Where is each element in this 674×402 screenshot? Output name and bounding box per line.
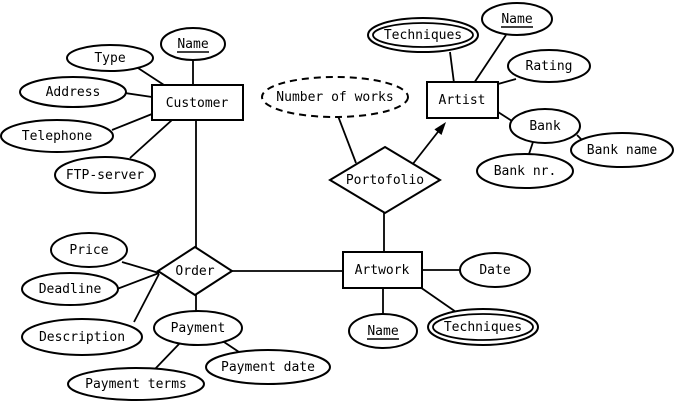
attribute-label: Telephone <box>22 129 93 144</box>
attribute-artwork-techniques-multivalued: Techniques <box>427 308 539 346</box>
attribute-artwork-name: Name <box>348 313 418 349</box>
edge-numberofworks-portofolio <box>337 115 357 164</box>
attribute-label: Address <box>46 85 101 100</box>
attribute-label: Type <box>94 51 125 66</box>
entity-artist: Artist <box>426 81 499 119</box>
attribute-payment-date: Payment date <box>205 349 331 385</box>
attribute-label: Bank <box>529 119 560 134</box>
attribute-order-deadline: Deadline <box>21 272 119 306</box>
attribute-customer-ftp-server: FTP-server <box>54 156 156 194</box>
attribute-bank-name: Bank name <box>570 132 674 168</box>
attribute-customer-address: Address <box>19 76 127 108</box>
attribute-label: Payment <box>171 321 226 336</box>
edge-address-customer <box>124 92 153 98</box>
portofolio-artist-arrowhead-icon <box>434 122 446 135</box>
entity-label: Artwork <box>355 263 410 278</box>
entity-customer: Customer <box>151 84 244 121</box>
attribute-artist-name: Name <box>481 2 553 36</box>
attribute-customer-name: Name <box>160 27 226 61</box>
attribute-label: FTP-server <box>66 168 144 183</box>
attribute-label: Payment terms <box>85 377 187 392</box>
relationship-portofolio: Portofolio <box>328 145 442 215</box>
attribute-label: Date <box>479 263 510 278</box>
attribute-label: Name <box>501 12 532 27</box>
attribute-order-payment: Payment <box>153 310 243 346</box>
attribute-label: Number of works <box>276 90 393 105</box>
attribute-label: Payment date <box>221 360 315 375</box>
entity-artwork: Artwork <box>342 251 423 289</box>
edge-name-artist <box>473 34 507 84</box>
edge-telephone-customer <box>111 113 153 131</box>
edge-artist-bank <box>497 111 513 122</box>
attribute-number-of-works-derived: Number of works <box>261 76 409 118</box>
edge-description-order <box>133 273 160 323</box>
edge-payment-paymentterms <box>154 342 181 370</box>
attribute-label: Name <box>367 324 398 339</box>
edge-techniques-artist <box>449 51 455 84</box>
edge-portofolio-artist-arrow-shaft <box>411 127 442 166</box>
edge-ftpserver-customer <box>129 119 173 159</box>
attribute-payment-terms: Payment terms <box>67 367 205 401</box>
attribute-order-description: Description <box>21 318 143 356</box>
attribute-artist-techniques-multivalued: Techniques <box>367 17 479 53</box>
attribute-label: Deadline <box>39 282 102 297</box>
attribute-label: Bank nr. <box>494 164 557 179</box>
attribute-label: Bank name <box>587 143 658 158</box>
edge-type-customer <box>137 67 165 86</box>
edge-deadline-order <box>116 272 160 290</box>
attribute-customer-telephone: Telephone <box>0 119 114 153</box>
attribute-label: Rating <box>526 59 573 74</box>
attribute-bank-nr: Bank nr. <box>476 153 574 189</box>
relationship-order: Order <box>156 245 234 297</box>
attribute-artwork-date: Date <box>459 252 531 288</box>
entity-label: Customer <box>166 96 229 111</box>
attribute-label: Techniques <box>384 28 462 43</box>
attribute-label: Techniques <box>444 320 522 335</box>
attribute-label: Price <box>69 243 108 258</box>
attribute-customer-type: Type <box>66 44 154 72</box>
entity-label: Artist <box>439 93 486 108</box>
edge-rating-artist <box>497 78 517 85</box>
attribute-label: Name <box>177 37 208 52</box>
attribute-order-price: Price <box>50 232 128 268</box>
attribute-label: Description <box>39 330 125 345</box>
attribute-artist-rating: Rating <box>507 49 591 83</box>
relationship-label: Portofolio <box>346 173 424 188</box>
relationship-label: Order <box>175 264 214 279</box>
edge-artwork-techniques <box>419 286 457 313</box>
attribute-artist-bank: Bank <box>509 108 581 144</box>
edge-price-order <box>121 261 160 274</box>
